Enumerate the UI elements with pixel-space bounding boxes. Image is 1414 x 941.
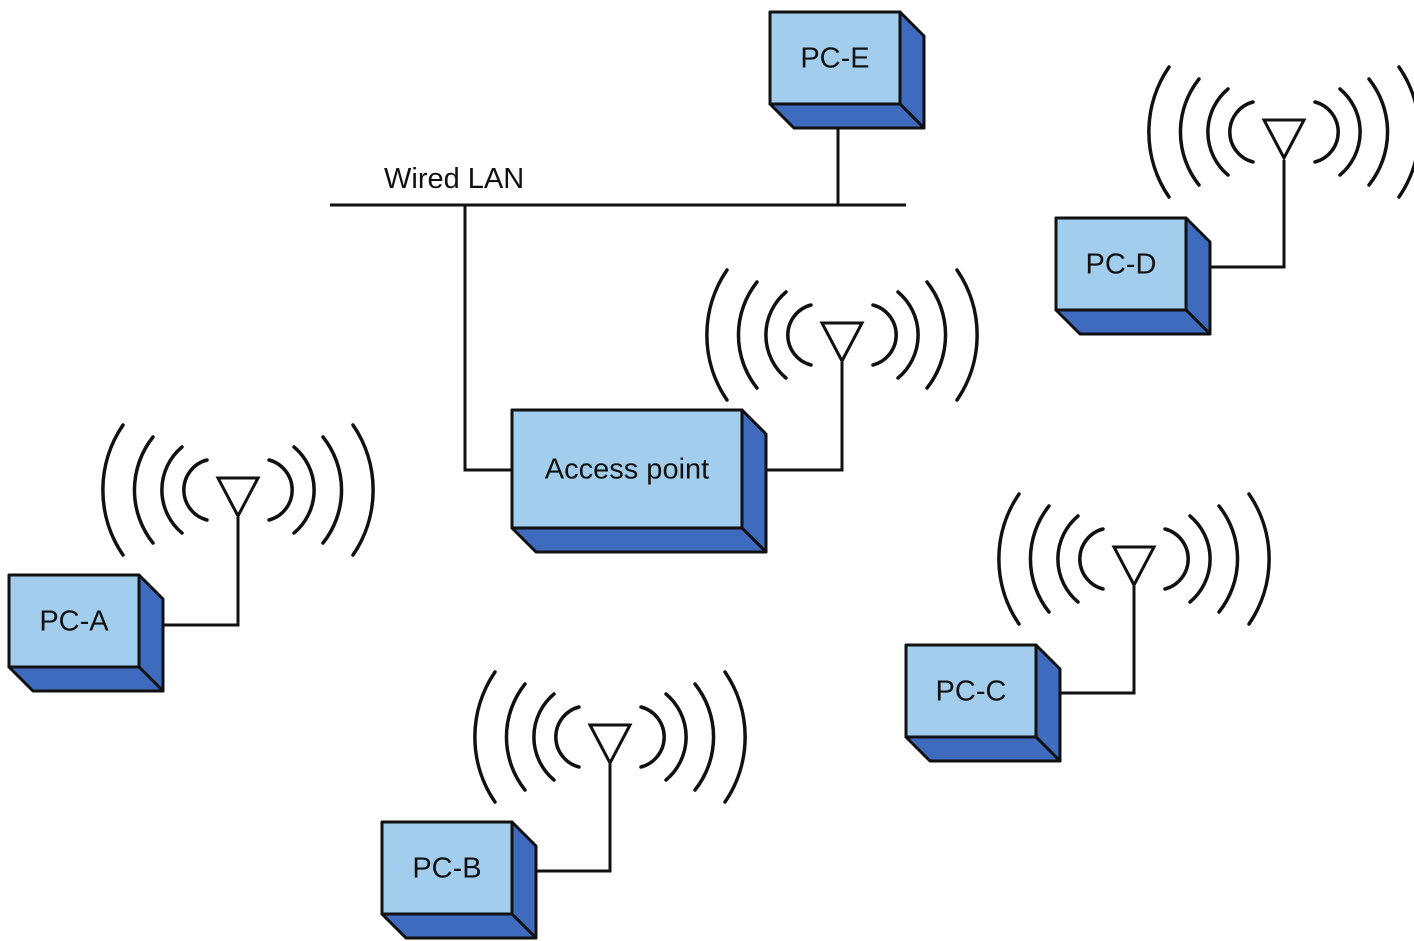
pc-e-label: PC-E bbox=[800, 43, 869, 75]
access-point-lan-wire bbox=[463, 205, 512, 472]
box-front-face bbox=[768, 10, 902, 106]
radio-wave-left bbox=[764, 290, 788, 380]
radio-wave-right bbox=[1367, 77, 1390, 187]
radio-wave-left bbox=[473, 670, 497, 804]
box-bottom-face bbox=[904, 735, 1062, 763]
box-bottom-face bbox=[1054, 308, 1212, 336]
access-point-label: Access point bbox=[545, 454, 709, 486]
pc-c-antenna-icon bbox=[997, 492, 1271, 626]
pc-a-label: PC-A bbox=[39, 606, 109, 638]
pc-b-box: PC-B bbox=[380, 820, 538, 940]
radio-wave-right bbox=[723, 670, 747, 804]
antenna-triangle bbox=[1261, 118, 1307, 162]
radio-wave-right bbox=[1247, 492, 1271, 626]
pc-d-antenna-icon bbox=[1147, 65, 1414, 199]
radio-wave-right bbox=[321, 435, 344, 545]
radio-wave-left bbox=[736, 280, 759, 390]
radio-wave-left bbox=[997, 492, 1021, 626]
radio-wave-left bbox=[1206, 87, 1230, 177]
radio-wave-left bbox=[132, 435, 155, 545]
radio-wave-right bbox=[1217, 504, 1240, 614]
radio-wave-right bbox=[896, 290, 920, 380]
box-front-face bbox=[510, 408, 744, 530]
antennas bbox=[101, 65, 1414, 804]
radio-wave-right bbox=[955, 268, 979, 402]
radio-wave-left bbox=[1147, 65, 1171, 199]
radio-wave-right bbox=[871, 303, 898, 367]
pc-d-antenna-wire bbox=[1210, 160, 1286, 269]
radio-wave-right bbox=[693, 682, 716, 792]
pc-d-box: PC-D bbox=[1054, 216, 1212, 336]
box-bottom-face bbox=[380, 912, 538, 940]
radio-wave-left bbox=[101, 423, 125, 557]
box-front-face bbox=[904, 643, 1038, 739]
box-front-face bbox=[1054, 216, 1188, 312]
box-front-face bbox=[7, 573, 141, 669]
antenna-triangle bbox=[1111, 545, 1157, 589]
radio-wave-right bbox=[267, 458, 294, 522]
box-front-face bbox=[380, 820, 514, 916]
antenna-triangle bbox=[587, 723, 633, 767]
radio-wave-left bbox=[1178, 77, 1201, 187]
pc-a-antenna-wire bbox=[163, 517, 240, 627]
radio-wave-right bbox=[1188, 514, 1212, 604]
antenna-triangle bbox=[215, 476, 261, 520]
pc-e-box: PC-E bbox=[768, 10, 926, 130]
radio-wave-right bbox=[925, 280, 948, 390]
radio-wave-right bbox=[292, 445, 316, 535]
antenna-triangle bbox=[819, 321, 865, 365]
pc-b-antenna-icon bbox=[473, 670, 747, 804]
box-bottom-face bbox=[768, 102, 926, 130]
radio-wave-right bbox=[1338, 87, 1362, 177]
radio-wave-left bbox=[705, 268, 729, 402]
radio-wave-left bbox=[1028, 504, 1051, 614]
pc-b-label: PC-B bbox=[412, 853, 481, 885]
access-point-antenna-wire bbox=[766, 362, 844, 472]
pc-c-label: PC-C bbox=[936, 676, 1007, 708]
radio-wave-left bbox=[786, 303, 813, 367]
radio-wave-right bbox=[1163, 527, 1190, 591]
radio-wave-right bbox=[351, 423, 375, 557]
radio-wave-left bbox=[182, 458, 209, 522]
pc-b-antenna-wire bbox=[536, 764, 612, 873]
pc-a-antenna-icon bbox=[101, 423, 375, 557]
access-point-antenna-icon bbox=[705, 268, 979, 402]
radio-wave-left bbox=[1228, 100, 1255, 164]
radio-wave-left bbox=[554, 705, 581, 769]
radio-wave-right bbox=[664, 692, 688, 782]
pc-c-box: PC-C bbox=[904, 643, 1062, 763]
radio-wave-left bbox=[160, 445, 184, 535]
radio-wave-left bbox=[1078, 527, 1105, 591]
radio-wave-left bbox=[1056, 514, 1080, 604]
radio-wave-left bbox=[504, 682, 527, 792]
pc-a-box: PC-A bbox=[7, 573, 165, 693]
pc-d-label: PC-D bbox=[1086, 249, 1157, 281]
wired-lan-label: Wired LAN bbox=[384, 163, 524, 195]
wires bbox=[163, 104, 1286, 873]
box-bottom-face bbox=[7, 665, 165, 693]
pc-c-antenna-wire bbox=[1060, 586, 1136, 695]
box-bottom-face bbox=[510, 526, 768, 554]
radio-wave-left bbox=[532, 692, 556, 782]
radio-wave-right bbox=[1397, 65, 1414, 199]
radio-wave-right bbox=[639, 705, 666, 769]
access-point-box: Access point bbox=[510, 408, 768, 554]
radio-wave-right bbox=[1313, 100, 1340, 164]
